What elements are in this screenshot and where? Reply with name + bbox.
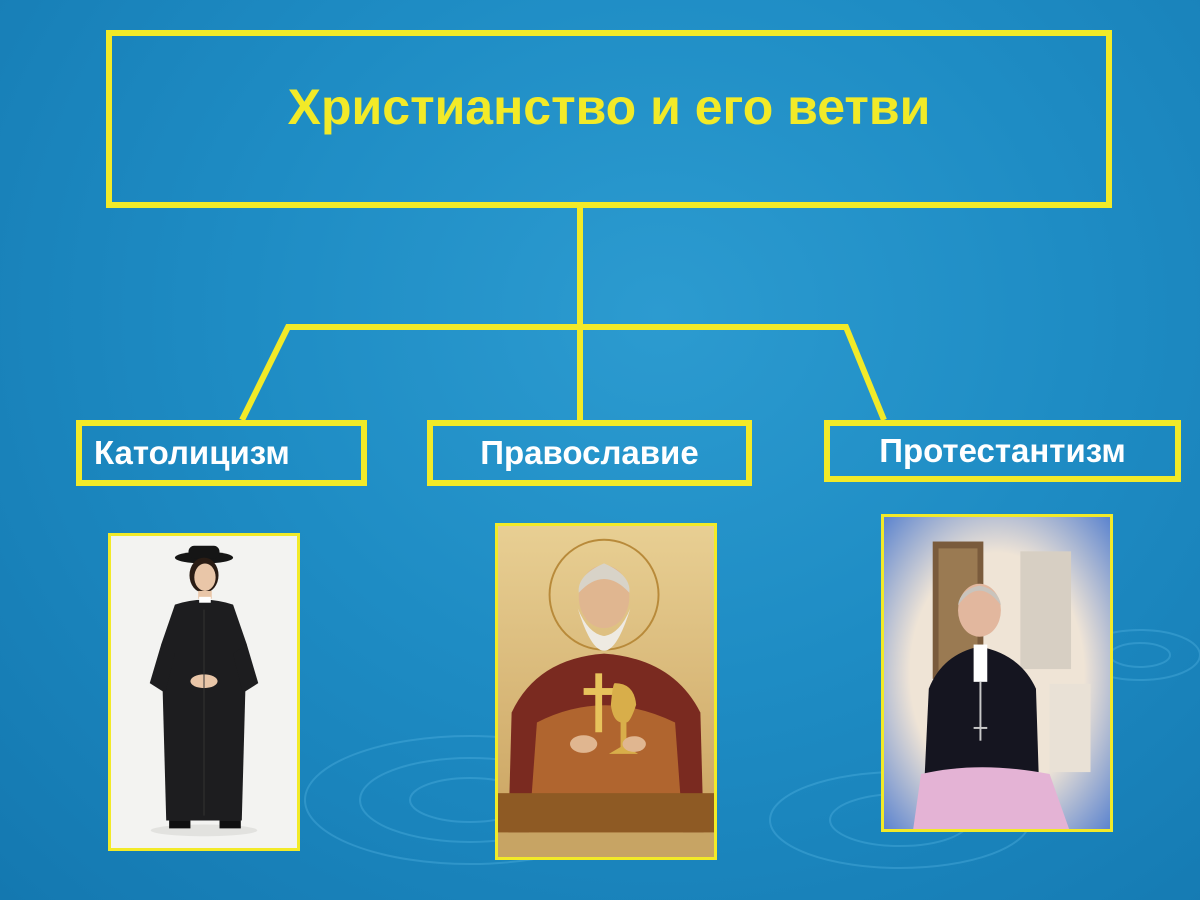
branch-label-protestantism: Протестантизм xyxy=(879,432,1126,469)
branch-label-orthodoxy: Православие xyxy=(480,434,699,471)
diagram-title: Христианство и его ветви xyxy=(287,79,931,135)
branch-box-catholicism: Католицизм xyxy=(76,420,367,486)
branch-label-catholicism: Католицизм xyxy=(94,434,290,471)
catholic-priest-photo xyxy=(108,533,300,851)
branch-box-protestantism: Протестантизм xyxy=(824,420,1181,482)
branch-box-orthodoxy: Православие xyxy=(427,420,752,486)
protestant-pastor-photo xyxy=(881,514,1113,832)
title-box: Христианство и его ветви xyxy=(106,30,1112,208)
orthodox-icon-image xyxy=(495,523,717,860)
